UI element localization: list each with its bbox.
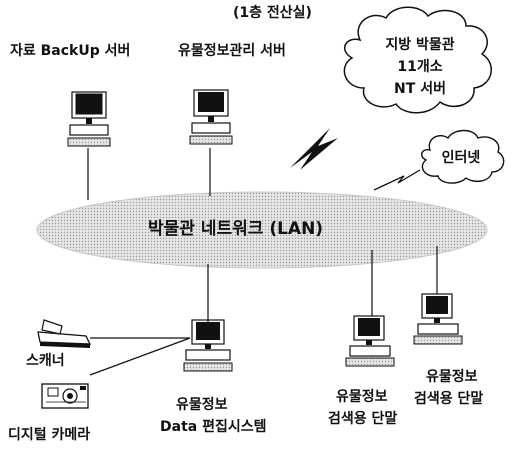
- lan-ellipse: [36, 191, 488, 269]
- regional-museum-line3: NT 서버: [394, 81, 446, 97]
- internet-link-icon: [373, 169, 421, 191]
- lightning-icon: [290, 128, 338, 170]
- search-terminal-1-icon: [345, 315, 395, 367]
- backup-server-icon: [67, 91, 111, 147]
- terminal1-label-line1: 유물정보: [336, 389, 388, 405]
- terminal2-label-line1: 유물정보: [426, 369, 478, 385]
- camera-label: 디지털 카메라: [8, 427, 91, 443]
- search-terminal-2-icon: [413, 293, 463, 345]
- scanner-icon: [37, 319, 92, 348]
- server-room-note: (1층 전산실): [233, 5, 312, 21]
- regional-museum-line1: 지방 박물관: [385, 37, 455, 53]
- terminal1-label-line2: 검색용 단말: [328, 411, 398, 427]
- editing-workstation-icon: [183, 319, 233, 372]
- terminal2-label-line2: 검색용 단말: [414, 391, 484, 407]
- relic-server-icon: [189, 89, 233, 145]
- scanner-label: 스캐너: [26, 353, 65, 369]
- relic-server-label: 유물정보관리 서버: [178, 43, 286, 59]
- regional-museum-line2: 11개소: [397, 59, 443, 75]
- internet-label: 인터넷: [441, 150, 481, 166]
- editor-label-line1: 유물정보: [176, 397, 228, 413]
- regional-museum-cloud: [343, 6, 492, 114]
- connection-lines: [87, 148, 438, 376]
- editor-label-line2: Data 편집시스템: [160, 419, 267, 435]
- digital-camera-icon: [41, 383, 89, 409]
- lan-label: 박물관 네트워크 (LAN): [148, 219, 324, 239]
- internet-cloud: [420, 129, 505, 184]
- backup-server-label: 자료 BackUp 서버: [10, 43, 131, 59]
